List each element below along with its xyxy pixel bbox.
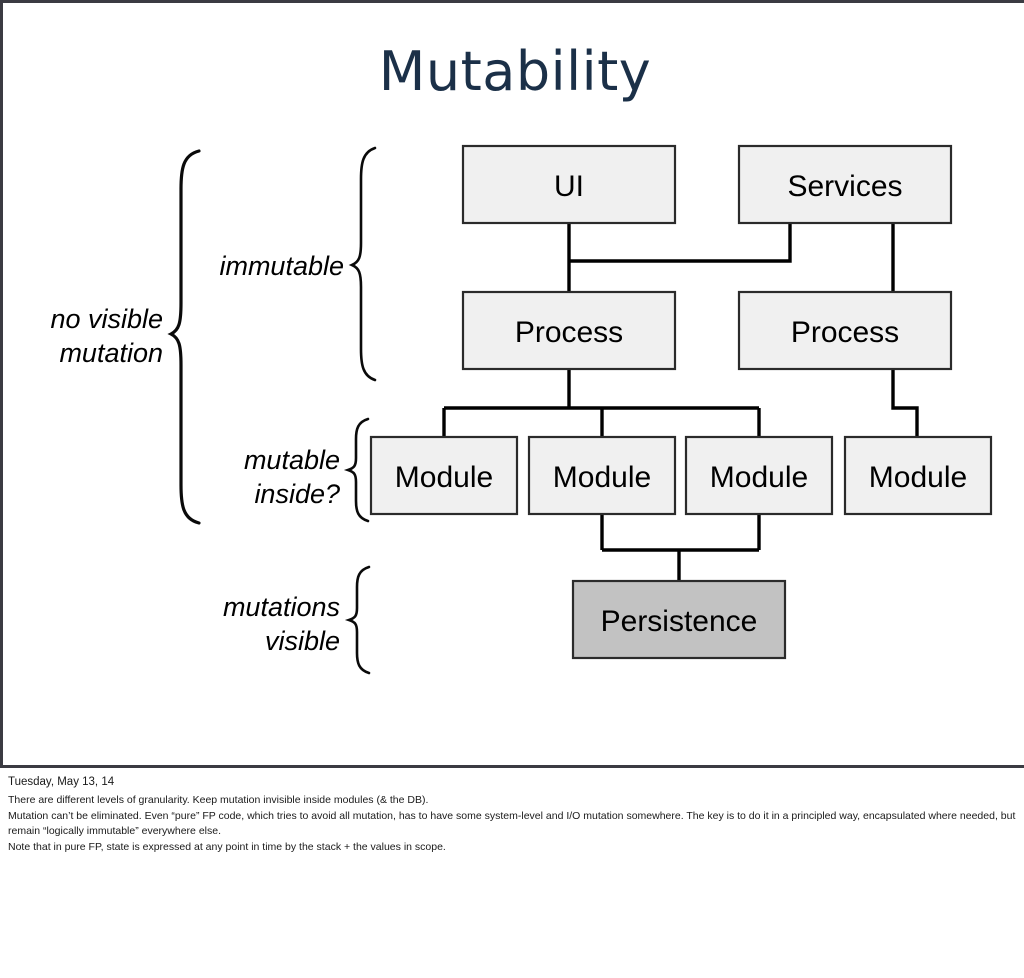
node-process-2[interactable]: Process — [737, 290, 953, 371]
brace-mutable-inside — [343, 417, 370, 523]
brace-immutable-label: immutable — [219, 251, 344, 281]
brace-immutable-shape — [348, 146, 377, 382]
slide-canvas: Mutability UI — [0, 0, 1024, 768]
node-module-1-rect[interactable] — [369, 435, 519, 516]
notes-line-2: Mutation can’t be eliminated. Even “pure… — [8, 809, 1016, 838]
brace-mutable-inside-label-line1: mutable — [244, 445, 340, 475]
node-module-2[interactable]: Module — [527, 435, 677, 516]
node-process-1-label: Process — [515, 316, 623, 349]
brace-no-visible-mutation-label-line2: mutation — [59, 338, 163, 368]
node-module-3-rect[interactable] — [684, 435, 834, 516]
brace-mutations-visible-label-line2: visible — [265, 626, 340, 656]
node-ui-label: UI — [554, 170, 584, 203]
brace-mutations-visible-shape — [344, 565, 371, 675]
node-process-2-label: Process — [791, 316, 899, 349]
node-ui[interactable]: UI — [461, 144, 677, 225]
page-title: Mutability — [378, 40, 652, 103]
node-module-3-label: Module — [710, 461, 808, 494]
brace-no-visible-mutation-label-line1: no visible — [50, 304, 163, 334]
node-persistence-rect[interactable] — [571, 579, 787, 660]
brace-mutable-inside-label-line2: inside? — [254, 479, 340, 509]
brace-mutable-inside-shape — [343, 417, 370, 523]
brace-mutations-visible-label-line1: mutations — [223, 592, 340, 622]
node-module-2-label: Module — [553, 461, 651, 494]
speaker-notes: Tuesday, May 13, 14 There are different … — [0, 768, 1024, 855]
node-services-label: Services — [787, 170, 902, 203]
node-persistence-label: Persistence — [601, 605, 758, 638]
node-module-3[interactable]: Module — [684, 435, 834, 516]
node-services-rect[interactable] — [737, 144, 953, 225]
node-process-1[interactable]: Process — [461, 290, 677, 371]
node-ui-rect[interactable] — [461, 144, 677, 225]
brace-no-visible-mutation-shape — [167, 149, 201, 525]
notes-line-1: There are different levels of granularit… — [8, 794, 429, 806]
node-module-4-rect[interactable] — [843, 435, 993, 516]
connector-process2-to-module4 — [891, 369, 919, 439]
node-module-2-rect[interactable] — [527, 435, 677, 516]
brace-mutations-visible — [344, 565, 371, 675]
connector-group — [442, 223, 919, 583]
mutability-diagram: UI Services Process Process Module Modul — [50, 144, 993, 675]
brace-no-visible-mutation — [167, 149, 201, 525]
brace-immutable — [348, 146, 377, 382]
node-module-4-label: Module — [869, 461, 967, 494]
node-services[interactable]: Services — [737, 144, 953, 225]
node-module-4[interactable]: Module — [843, 435, 993, 516]
node-process-2-rect[interactable] — [737, 290, 953, 371]
node-module-1-label: Module — [395, 461, 493, 494]
node-persistence[interactable]: Persistence — [571, 579, 787, 660]
notes-line-3: Note that in pure FP, state is expressed… — [8, 840, 446, 853]
connector-services-to-process1 — [568, 223, 792, 263]
node-process-1-rect[interactable] — [461, 290, 677, 371]
notes-date: Tuesday, May 13, 14 — [8, 776, 115, 788]
node-module-1[interactable]: Module — [369, 435, 519, 516]
